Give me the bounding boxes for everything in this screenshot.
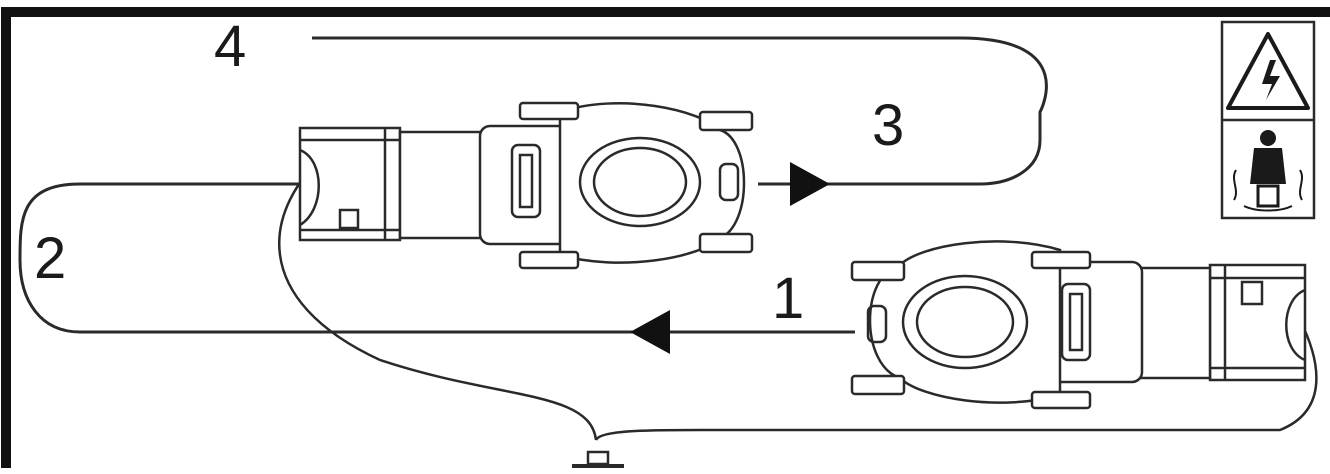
power-cable-right [594,319,1318,441]
operator-on-mower-icon [1233,130,1303,212]
electric-shock-warning-icon [1226,32,1310,110]
mowing-path-turn [18,182,855,334]
power-cable [278,149,598,441]
mower-upper [298,101,754,270]
arrow-left-icon [630,310,670,354]
step-label-1: 1 [772,266,804,331]
diagram-frame [1,7,1330,468]
arrow-right-icon [790,162,830,206]
step-label-4: 4 [214,14,246,79]
step-label-3: 3 [872,93,904,158]
mowing-path [312,36,1048,186]
mower-lower [850,240,1307,410]
power-socket [586,450,610,466]
step-label-2: 2 [34,226,66,291]
safety-icon-panel [1220,20,1316,220]
